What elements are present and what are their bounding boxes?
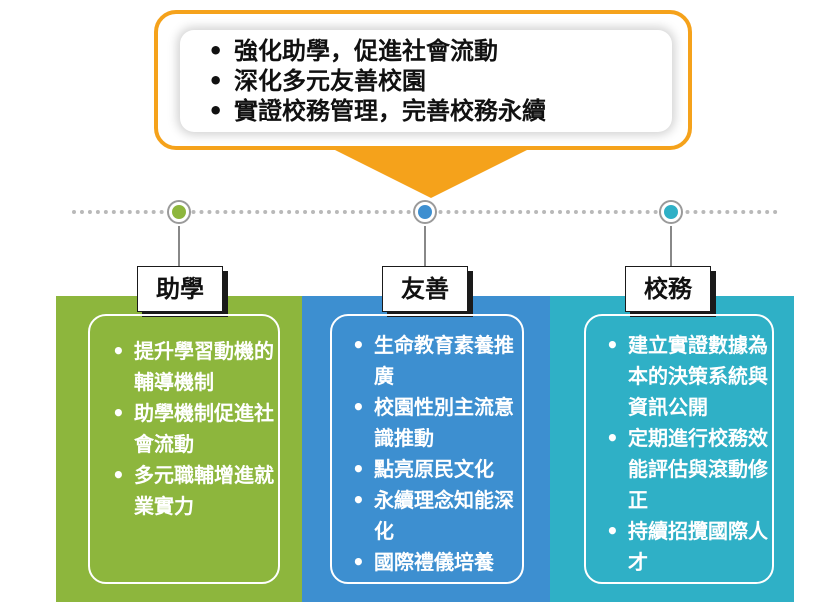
pillar-list-affairs: 建立實證數據為本的決策系統與資訊公開 定期進行校務效能評估與滾動修正 持續招攬國… [604,330,772,578]
pillar-panel-affairs [584,314,774,584]
list-item: 國際禮儀培養 [350,547,520,578]
list-item: 建立實證數據為本的決策系統與資訊公開 [604,330,772,423]
list-item: 校園性別主流意識推動 [350,392,520,454]
timeline-node-assist [169,202,189,222]
pillar-title-assist: 助學 [137,266,223,312]
list-item: 助學機制促進社會流動 [110,398,278,460]
list-item: 定期進行校務效能評估與滾動修正 [604,423,772,516]
goals-panel: 強化助學，促進社會流動 深化多元友善校園 實證校務管理，完善校務永續 [180,30,672,132]
pillar-list-assist: 提升學習動機的輔導機制 助學機制促進社會流動 多元職輔增進就業實力 [110,336,278,522]
timeline-node-affairs [661,202,681,222]
pillar-panel-assist [88,314,280,584]
timeline-node-friendly [415,202,435,222]
connector-affairs [670,226,672,266]
list-item: 生命教育素養推廣 [350,330,520,392]
goal-item: 深化多元友善校園 [208,66,672,96]
list-item: 永續理念知能深化 [350,485,520,547]
goal-item: 實證校務管理，完善校務永續 [208,96,672,126]
list-item: 點亮原民文化 [350,454,520,485]
callout-pointer [327,146,535,198]
list-item: 持續招攬國際人才 [604,516,772,578]
list-item: 提升學習動機的輔導機制 [110,336,278,398]
connector-assist [178,226,180,266]
pillar-title-affairs: 校務 [625,266,711,312]
pillar-title-friendly: 友善 [382,266,468,312]
goal-item: 強化助學，促進社會流動 [208,36,672,66]
list-item: 多元職輔增進就業實力 [110,460,278,522]
connector-friendly [424,226,426,266]
goals-list: 強化助學，促進社會流動 深化多元友善校園 實證校務管理，完善校務永續 [180,30,672,126]
pillar-panel-friendly [330,314,524,584]
pillar-list-friendly: 生命教育素養推廣 校園性別主流意識推動 點亮原民文化 永續理念知能深化 國際禮儀… [350,330,520,578]
